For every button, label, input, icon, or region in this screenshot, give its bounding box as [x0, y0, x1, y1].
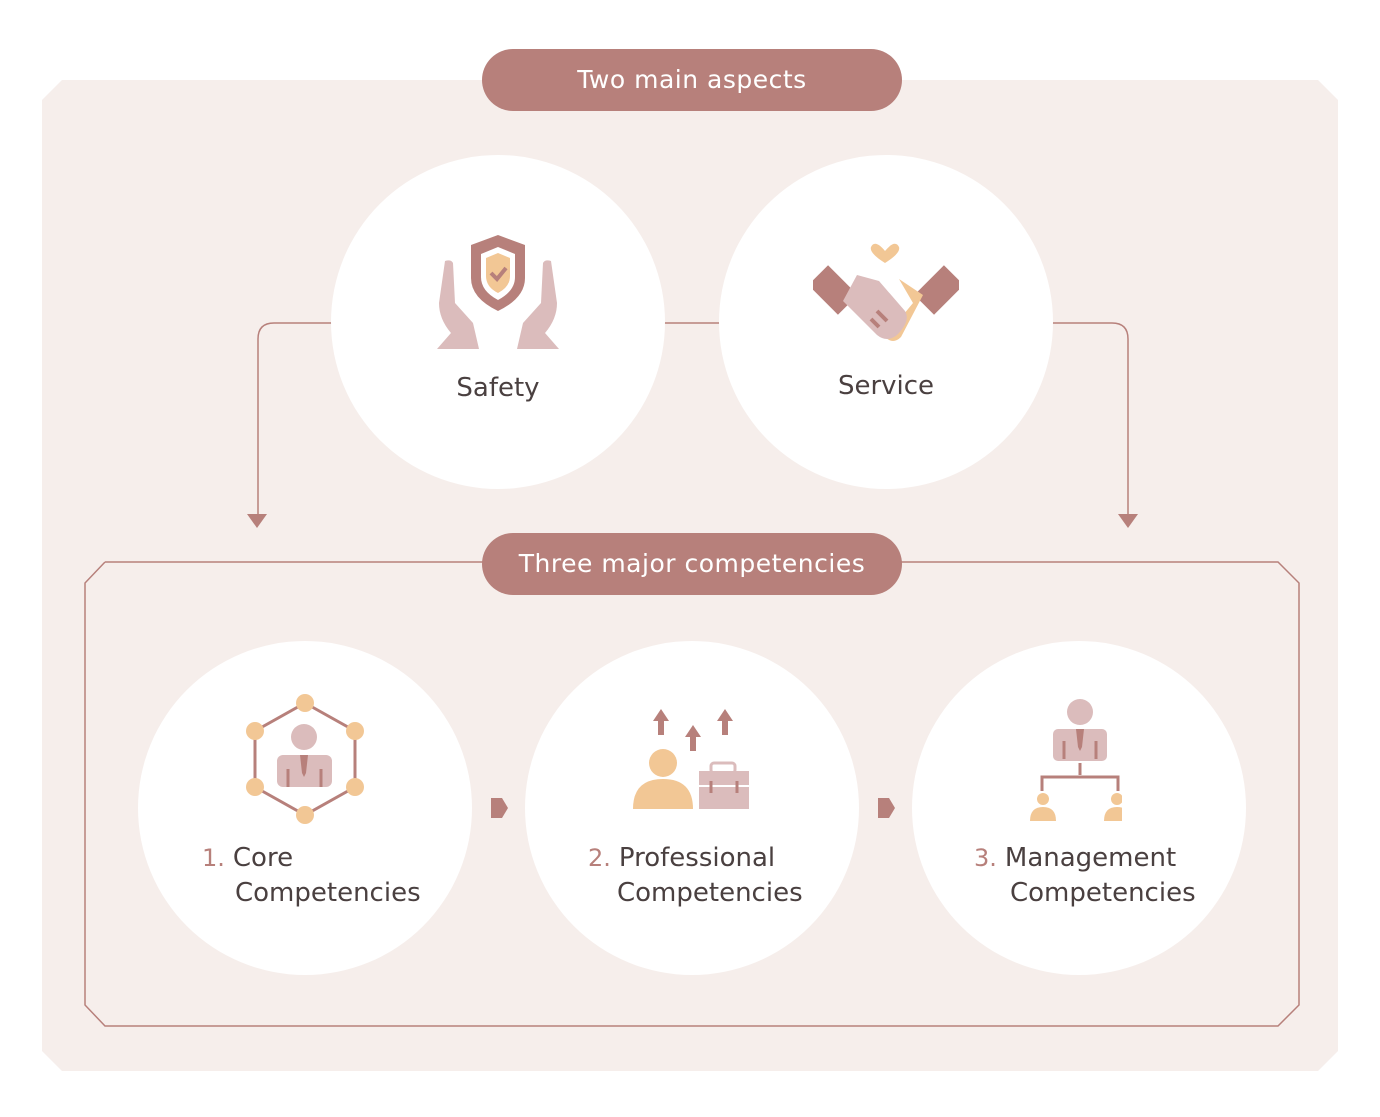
aspect-service: Service: [719, 155, 1053, 489]
competency-title: Core: [232, 843, 294, 873]
section-pill: Three major competencies: [482, 533, 902, 595]
competency-subtitle: Competencies: [235, 878, 421, 908]
left-arrow-icon: [247, 514, 267, 528]
aspect-safety: Safety: [331, 155, 665, 489]
competency-text: 2.Professional Competencies: [588, 841, 803, 911]
competency-number: 2.: [588, 844, 611, 872]
competency-subtitle: Competencies: [1010, 878, 1196, 908]
right-connector: [1052, 322, 1129, 518]
right-arrow-icon: [1118, 514, 1138, 528]
org-chart-icon: [1030, 699, 1122, 821]
aspect-label: Service: [837, 371, 935, 401]
competency-text: 3.Management Competencies: [974, 841, 1196, 911]
aspect-label: Safety: [456, 373, 540, 403]
competency-number: 3.: [974, 844, 997, 872]
competency-text: 1.Core Competencies: [202, 841, 421, 911]
network-person-icon: [246, 694, 364, 824]
left-connector: [257, 322, 332, 518]
competency-number: 1.: [202, 844, 225, 872]
competency-management: 3.Management Competencies: [912, 641, 1246, 975]
competency-core: 1.Core Competencies: [138, 641, 472, 975]
competency-title: Management: [1004, 843, 1177, 873]
competency-subtitle: Competencies: [617, 878, 803, 908]
shield-hands-icon: [437, 235, 559, 349]
step-arrow-icon: [878, 798, 895, 818]
competency-title: Professional: [618, 843, 776, 873]
step-arrow-icon: [491, 798, 508, 818]
career-growth-icon: [633, 709, 749, 809]
header-pill: Two main aspects: [482, 49, 902, 111]
competency-frame: [84, 561, 1300, 1027]
handshake-icon: [813, 243, 959, 341]
competency-professional: 2.Professional Competencies: [525, 641, 859, 975]
